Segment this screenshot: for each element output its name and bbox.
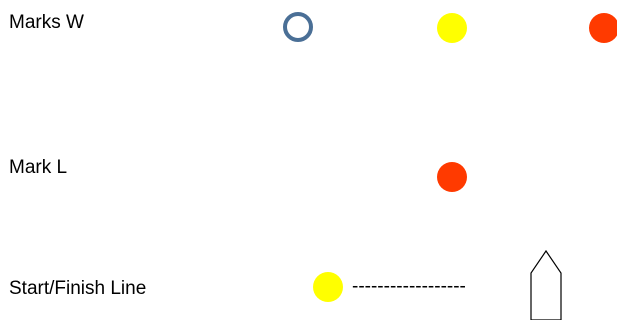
mark-w-blue-ring (283, 12, 313, 42)
boat-icon (530, 249, 562, 320)
start-finish-dashed-line: ------------------ (352, 276, 466, 297)
mark-l-label: Mark L (9, 157, 68, 178)
start-finish-line-label: Start/Finish Line (9, 278, 147, 299)
marks-w-label: Marks W (9, 12, 84, 33)
mark-w-red (589, 13, 617, 43)
mark-w-yellow (437, 13, 467, 43)
start-line-yellow-mark (313, 272, 343, 302)
mark-l-red (437, 162, 467, 192)
